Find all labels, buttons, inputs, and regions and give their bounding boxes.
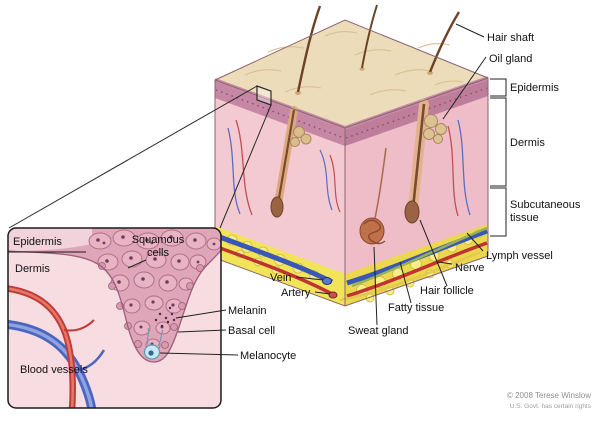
melanin-dots [154,306,176,328]
hair-follicle-left [270,106,298,218]
label-squamous-2: cells [147,247,170,259]
zoom-line-right [219,104,272,229]
label-vein: Vein [270,272,291,284]
skin-block-illustration [214,4,489,307]
dermis-capillaries [227,119,471,217]
inset-magnified-view: Epidermis Dermis Blood vessels Squamous … [7,227,296,409]
epidermis-layer-left-face [215,80,345,146]
label-inset-epidermis: Epidermis [13,236,62,248]
label-nerve: Nerve [455,262,484,274]
leader-artery [314,291,331,295]
hair-shaft-3 [428,11,461,73]
squamous-cell-nuclei [96,235,216,346]
label-subcutaneous-1: Subcutaneous [510,199,581,211]
label-epidermis: Epidermis [510,82,559,94]
leader-squamous-cells [127,259,147,269]
skin-surface-texture [244,30,464,96]
epidermis-cell-dots [215,87,488,139]
sweat-gland-coil [359,147,387,245]
label-melanocyte: Melanocyte [240,350,296,362]
leader-hair-follicle [419,219,448,287]
oil-gland-right [423,114,447,144]
hair-shafts [295,4,461,95]
label-oil-gland: Oil gland [489,53,532,65]
vein-vessel [216,233,334,285]
leader-nerve [437,261,453,265]
artery-vessel [216,245,335,297]
vein-cut-end [322,277,332,285]
inset-blood-vessels [8,284,106,408]
bracket-dermis [490,97,507,187]
label-inset-dermis: Dermis [15,263,50,275]
label-melanin: Melanin [228,305,267,317]
label-fatty-tissue: Fatty tissue [388,302,444,314]
leader-melanocyte [159,352,239,356]
label-sweat-gland: Sweat gland [348,325,409,337]
hair-shaft-1 [296,5,322,93]
leader-lymph-vessel [466,232,484,252]
leader-oil-gland [442,56,487,120]
zoom-line-left [8,85,258,229]
epidermis-layer-right-face [345,78,488,146]
nerve-fiber [339,250,481,302]
oil-gland-left [290,126,312,147]
leader-lines [295,23,507,326]
label-subcutaneous-2: tissue [510,212,539,224]
bracket-epidermis [490,78,507,97]
basal-cells-row [98,262,204,349]
bracket-subcutaneous [490,187,507,237]
inset-border [7,227,222,409]
label-squamous-1: Squamous [132,234,185,246]
label-dermis: Dermis [510,137,545,149]
melanocyte-cell [143,327,164,360]
artery-cut-end [328,291,338,299]
label-basal-cell: Basal cell [228,325,275,337]
copyright-line-2: U.S. Govt. has certain rights [510,403,592,410]
hair-follicle-right [404,99,429,224]
leader-sweat-gland [373,246,378,326]
leader-fatty-tissue [399,261,412,304]
label-lymph-vessel: Lymph vessel [486,250,553,262]
hair-shaft-2 [361,4,378,69]
label-hair-shaft: Hair shaft [487,32,534,44]
follicle-bulb-left [270,196,284,218]
main-labels: Hair shaft Oil gland Epidermis Dermis Su… [270,32,581,337]
artery-vessel-right [346,241,488,298]
leader-basal-cell [177,329,227,333]
leader-melanin [175,309,227,319]
inset-epidermis-boundary [8,249,221,363]
leader-vein [295,276,324,281]
leader-hair-shaft [455,23,485,38]
sweat-duct [374,147,387,219]
lymph-vessel-tube [351,226,488,288]
label-artery: Artery [281,287,311,299]
copyright-line-1: © 2008 Terese Winslow [507,391,591,400]
label-inset-blood-vessels: Blood vessels [20,364,88,376]
follicle-bulb-right [404,200,420,224]
label-hair-follicle: Hair follicle [420,285,474,297]
inset-epidermis-light-zone [8,228,92,251]
